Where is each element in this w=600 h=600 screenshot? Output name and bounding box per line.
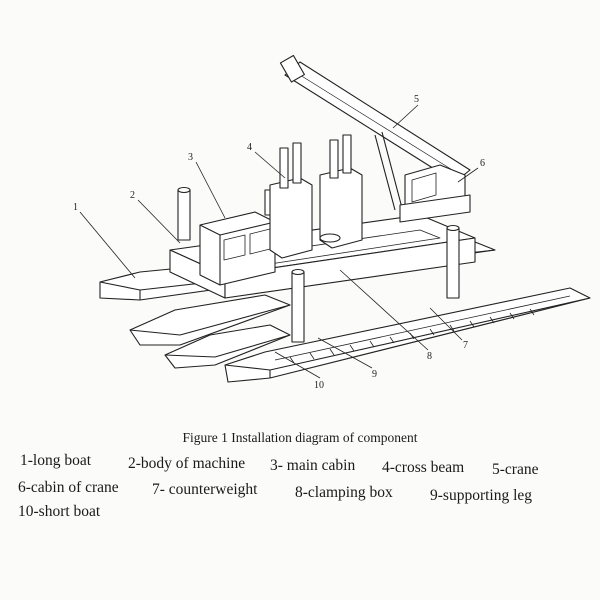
- legend-item: 8-clamping box: [295, 484, 393, 501]
- legend-item: 10-short boat: [18, 503, 101, 520]
- legend-item: 3- main cabin: [270, 457, 356, 474]
- callout-7: 7: [463, 340, 468, 351]
- cross-beams: [269, 134, 363, 259]
- callout-6: 6: [480, 158, 485, 169]
- callout-5: 5: [414, 94, 419, 105]
- callout-10: 10: [314, 380, 324, 391]
- short-boat: [129, 294, 291, 369]
- supporting-legs: [177, 186, 460, 343]
- callout-9: 9: [372, 369, 377, 380]
- leader-lines: [79, 104, 479, 379]
- callout-8: 8: [427, 351, 432, 362]
- crane-cabin: [399, 164, 471, 223]
- legend-item: 7- counterweight: [152, 481, 258, 498]
- legend-item: 9-supporting leg: [430, 487, 533, 504]
- main-cabin: [199, 211, 276, 286]
- legend-item: 2-body of machine: [128, 455, 246, 472]
- callout-labels: 1 2 3 4 5 6 7 8 9 10: [73, 94, 485, 391]
- installation-diagram: 1 2 3 4 5 6 7 8 9 10: [73, 54, 591, 391]
- callout-4: 4: [247, 142, 252, 153]
- long-boat-front: [224, 287, 591, 383]
- legend-item: 1-long boat: [20, 452, 92, 469]
- legend-item: 4-cross beam: [382, 459, 465, 476]
- callout-2: 2: [130, 190, 135, 201]
- crane: [279, 54, 471, 211]
- legend-item: 6-cabin of crane: [18, 479, 119, 496]
- callout-3: 3: [188, 152, 193, 163]
- figure-caption: Figure 1 Installation diagram of compone…: [182, 430, 418, 445]
- callout-1: 1: [73, 202, 78, 213]
- legend-item: 5-crane: [492, 461, 539, 478]
